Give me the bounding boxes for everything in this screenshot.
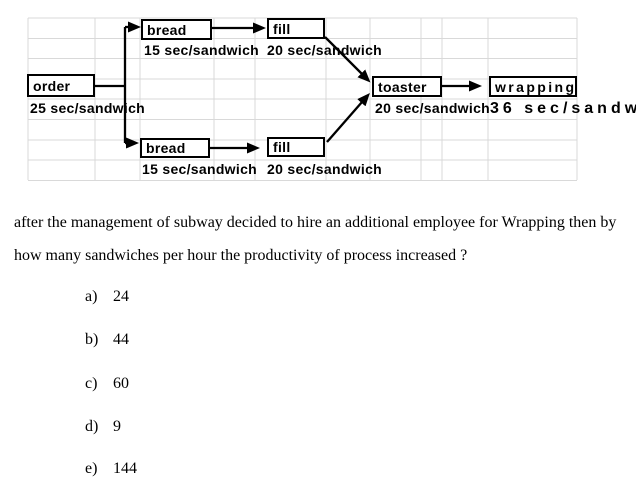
option-a: a) 24 [85, 288, 129, 306]
option-value: 9 [113, 418, 121, 435]
option-value: 24 [113, 288, 129, 305]
option-value: 60 [113, 375, 129, 392]
arrow-fill-bottom-to-toaster [326, 92, 370, 143]
rate-label-order: 25 sec/sandwich [30, 100, 146, 116]
option-c: c) 60 [85, 375, 129, 393]
node-fill-top: fill [267, 18, 325, 39]
node-bread-bottom: bread [140, 138, 210, 158]
arrow-fill-top-to-toaster [324, 36, 371, 83]
node-order: order [27, 74, 95, 97]
option-letter: a) [85, 288, 98, 305]
node-fill-bottom: fill [267, 137, 325, 157]
rate-label-toaster: 20 sec/sandwich [375, 100, 491, 116]
option-value: 144 [113, 460, 137, 477]
node-toaster: toaster [372, 76, 442, 97]
option-e: e) 144 [85, 460, 137, 478]
rate-label-fill-top: 20 sec/sandwich [267, 42, 383, 58]
option-b: b) 44 [85, 331, 129, 349]
question-text-line1: after the management of subway decided t… [14, 214, 617, 231]
rate-label-wrapping: 36 sec/sandw [490, 100, 636, 117]
node-wrapping: wrapping [489, 76, 577, 97]
question-text-line2: how many sandwiches per hour the product… [14, 247, 468, 264]
option-letter: c) [85, 375, 98, 392]
rate-label-bread-top: 15 sec/sandwich [144, 42, 260, 58]
option-value: 44 [113, 331, 129, 348]
rate-label-fill-bottom: 20 sec/sandwich [267, 161, 383, 177]
option-letter: b) [85, 331, 99, 348]
option-letter: d) [85, 418, 99, 435]
option-letter: e) [85, 460, 98, 477]
flow-connector-arrows [95, 21, 482, 154]
rate-label-bread-bottom: 15 sec/sandwich [142, 161, 258, 177]
process-flow-diagram: 25 sec/sandwich 15 sec/sandwich 20 sec/s… [0, 0, 636, 200]
node-bread-top: bread [141, 19, 212, 40]
option-d: d) 9 [85, 418, 121, 436]
